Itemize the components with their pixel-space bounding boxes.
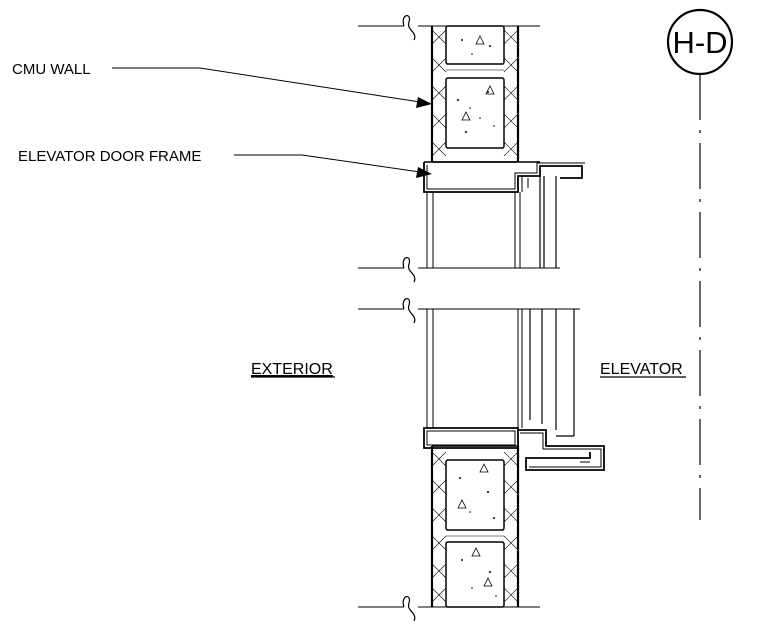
cmu-wall-upper — [430, 25, 520, 163]
label-exterior: EXTERIOR — [251, 361, 333, 378]
door-frame-head — [423, 161, 585, 268]
break-line-upper-mid — [358, 257, 560, 283]
break-line-top — [358, 15, 540, 41]
break-line-lower-mid — [358, 298, 580, 324]
grid-bubble: H-D — [666, 8, 734, 76]
door-frame-sill — [423, 309, 605, 471]
grid-bubble-text: H-D — [672, 25, 727, 60]
leader-cmu-wall — [112, 67, 432, 108]
label-elevator-door-frame: ELEVATOR DOOR FRAME — [18, 148, 201, 165]
break-line-bottom — [358, 596, 540, 622]
label-elevator: ELEVATOR — [600, 361, 683, 378]
cmu-wall-lower — [430, 445, 520, 608]
leader-door-frame — [234, 154, 432, 178]
label-cmu-wall: CMU WALL — [12, 61, 91, 78]
